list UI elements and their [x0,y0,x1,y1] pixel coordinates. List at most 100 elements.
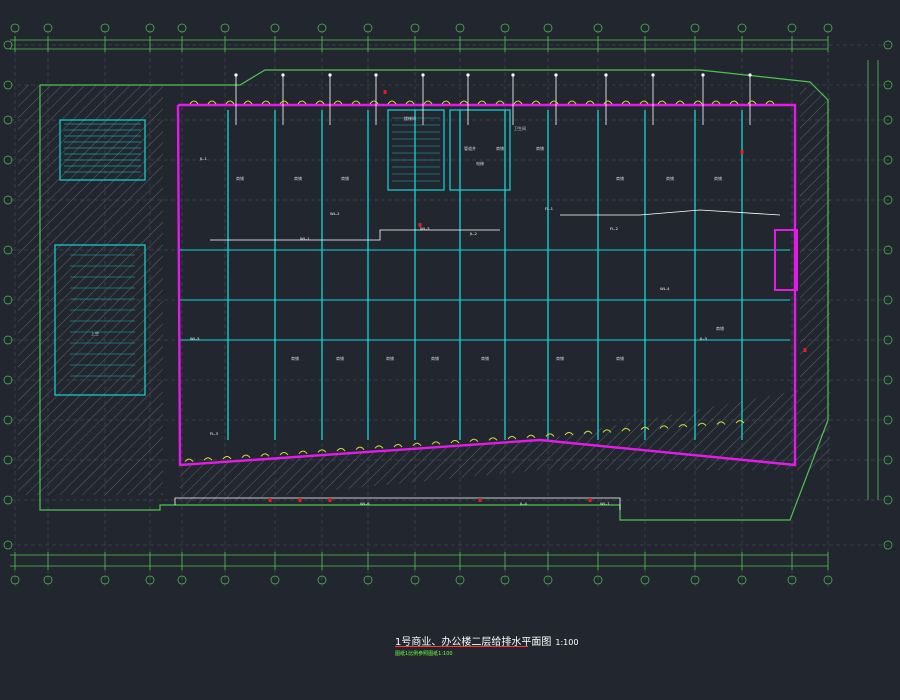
window-mark [659,425,669,429]
window-mark [477,100,487,105]
pipe-tag: WL-1 [300,236,310,241]
atrium-void [54,244,146,396]
drawing-title-text: 1号商业、办公楼二层给排水平面图 [395,637,552,648]
window-mark [765,100,775,105]
pipe-tag: WL-3 [420,226,430,231]
axis-bubble [883,115,893,125]
axis-bubble [100,23,110,33]
room-label: 上空 [91,330,99,336]
branch-pipe [560,209,781,216]
valve-marker [418,223,422,227]
room-label: 商铺 [616,175,624,181]
axis-bubble [100,575,110,585]
window-mark [355,446,365,451]
axis-bubble [640,575,650,585]
axis-bubble [883,295,893,305]
room-label: 商铺 [666,175,674,181]
room-label: 商铺 [236,175,244,181]
boundary-line [176,103,797,467]
riser-node [511,73,515,77]
window-mark [729,100,739,105]
window-mark [621,428,631,432]
window-mark [351,100,361,105]
window-mark [405,100,415,105]
room-label: 电梯 [476,160,484,166]
window-mark [657,100,667,105]
axis-bubble [3,115,13,125]
axis-bubble [883,540,893,550]
room-label: 商铺 [481,355,489,361]
drawing-note: 图纸1比例参照图纸1:100 [395,651,453,657]
valve-marker [328,498,332,502]
window-mark [412,442,422,447]
pipe-tag: WL-7 [600,501,610,506]
axis-bubble [363,23,373,33]
window-mark [545,433,555,437]
riser-node [604,73,608,77]
axis-bubble [3,540,13,550]
valve-marker [298,498,302,502]
window-mark [279,100,289,105]
axis-bubble [3,245,13,255]
axis-bubble [43,575,53,585]
axis-bubble [3,375,13,385]
valve-marker [803,348,807,352]
room-label: 商铺 [556,355,564,361]
riser-node [374,73,378,77]
valve-marker [268,498,272,502]
axis-bubble [500,23,510,33]
pipe-tag: FL-2 [610,226,619,231]
window-mark [585,100,595,105]
axis-bubble [787,575,797,585]
axis-bubble [43,23,53,33]
axis-bubble [3,40,13,50]
axis-bubble [3,195,13,205]
pipe-tag: WL-6 [360,501,370,506]
pipe-tag: WL-4 [660,286,670,291]
axis-bubble [690,23,700,33]
axis-bubble [883,195,893,205]
axis-bubble [3,335,13,345]
axis-bubble [145,575,155,585]
window-mark [317,449,327,453]
axis-bubble [177,575,187,585]
axis-bubble [177,23,187,33]
title-underline [395,646,528,647]
window-mark [583,430,593,435]
room-label: 卫生间 [514,125,526,131]
window-mark [374,445,384,449]
branch-pipe [210,229,500,241]
window-mark [387,100,397,105]
axis-bubble [220,23,230,33]
riser-node [328,73,332,77]
axis-bubble [737,23,747,33]
room-label: 商铺 [714,175,722,181]
fixture-markers [184,90,807,502]
axis-bubble [883,335,893,345]
room-label: 商铺 [386,355,394,361]
axis-bubble [883,245,893,255]
window-mark [207,100,217,105]
axis-bubble [823,23,833,33]
window-mark [260,453,270,457]
window-mark [735,420,745,424]
stair-left [59,119,146,181]
window-mark [602,429,612,433]
window-mark [279,452,289,456]
riser-node [421,73,425,77]
window-mark [225,100,235,105]
axis-bubble [3,455,13,465]
window-mark [184,458,194,462]
axis-bubble [3,155,13,165]
window-mark [203,457,213,461]
window-mark [513,100,523,105]
boundary-notch [774,229,798,291]
room-label: 商铺 [431,355,439,361]
room-label: 楼梯间 [404,115,416,121]
window-mark [495,100,505,105]
window-mark [189,100,199,105]
axis-bubble [410,23,420,33]
window-mark [488,437,498,441]
window-mark [697,422,707,427]
fire-zone-boundary [176,103,798,467]
